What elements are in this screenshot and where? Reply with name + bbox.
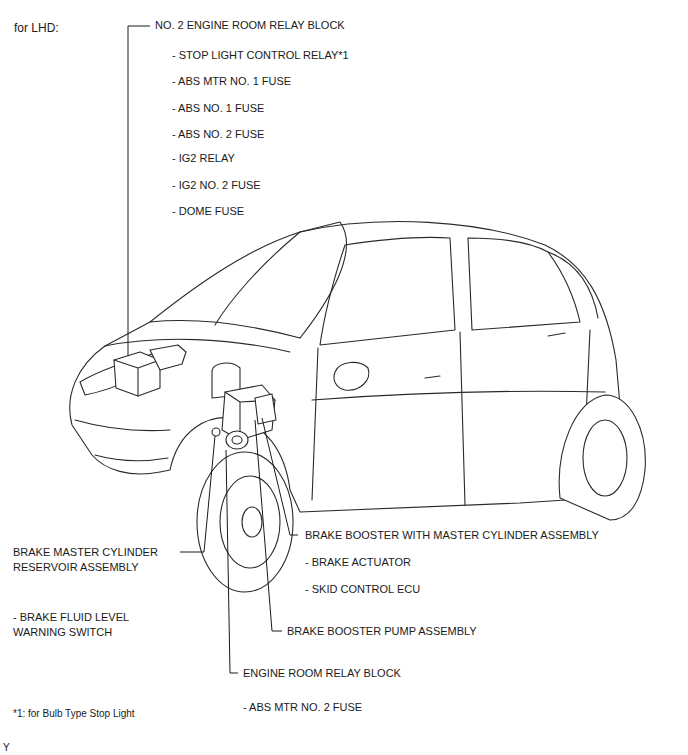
assembly-label: NO. 2 ENGINE ROOM RELAY BLOCK: [155, 18, 345, 33]
footnote: *1: for Bulb Type Stop Light: [13, 706, 135, 721]
part-label: - IG2 RELAY: [172, 151, 235, 166]
leader-line: [226, 450, 238, 673]
part-label: - IG2 NO. 2 FUSE: [172, 178, 261, 193]
assembly-label: BRAKE MASTER CYLINDER RESERVOIR ASSEMBLY: [13, 545, 188, 575]
part-label: - ABS NO. 1 FUSE: [172, 101, 264, 116]
part-label: - ABS NO. 2 FUSE: [172, 127, 264, 142]
leader-line: [262, 418, 298, 535]
watermark: Y: [3, 740, 10, 755]
leader-line: [128, 26, 150, 356]
assembly-label: BRAKE BOOSTER WITH MASTER CYLINDER ASSEM…: [305, 528, 599, 543]
part-label: - DOME FUSE: [172, 204, 244, 219]
part-label: - BRAKE ACTUATOR: [305, 555, 411, 570]
part-label: - ABS MTR NO. 2 FUSE: [243, 700, 362, 715]
leader-line: [180, 436, 215, 552]
leader-line: [255, 420, 282, 631]
title: for LHD:: [14, 21, 59, 36]
part-label: - SKID CONTROL ECU: [305, 582, 420, 597]
part-label: - ABS MTR NO. 1 FUSE: [172, 74, 291, 89]
part-label: - BRAKE FLUID LEVEL WARNING SWITCH: [13, 610, 163, 640]
part-label: - STOP LIGHT CONTROL RELAY*1: [172, 48, 349, 63]
assembly-label: BRAKE BOOSTER PUMP ASSEMBLY: [287, 624, 477, 639]
car-body: [70, 222, 622, 512]
assembly-label: ENGINE ROOM RELAY BLOCK: [243, 666, 401, 681]
